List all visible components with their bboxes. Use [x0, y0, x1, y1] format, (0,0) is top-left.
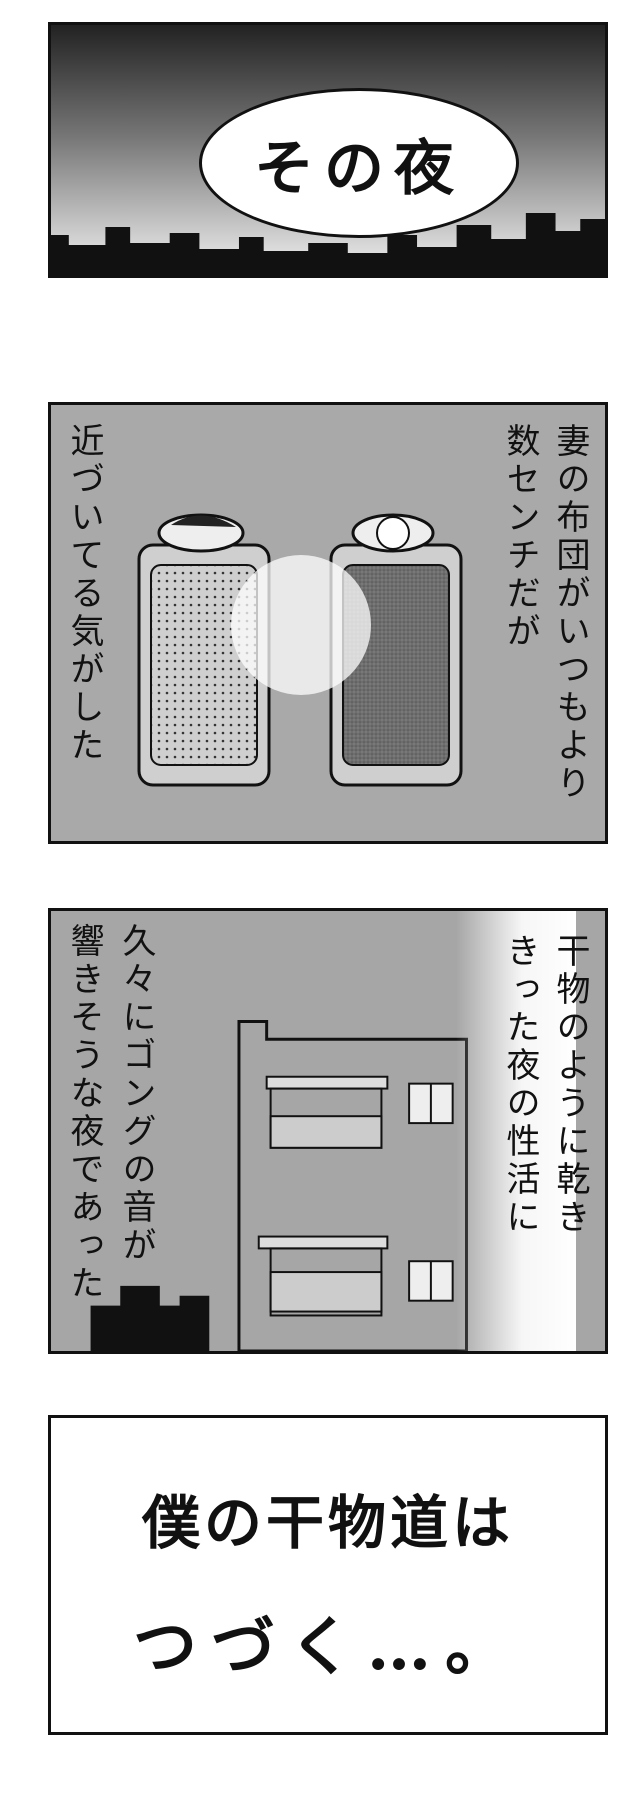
- text-line-2: 数センチだが: [500, 423, 540, 651]
- apartment-building-illustration: [90, 1020, 468, 1351]
- city-skyline-silhouette: [51, 213, 605, 275]
- text-line-1: 干物のように乾き: [550, 933, 590, 1237]
- caption-that-night: その夜: [254, 133, 464, 204]
- text-line-3: 久々にゴングの音が: [116, 923, 156, 1265]
- panel-4-ending: 僕の干物道は つづく…。: [48, 1415, 608, 1735]
- text-line-1: 妻の布団がいつもより: [550, 423, 590, 803]
- panel-3-apartment: 干物のように乾き きった夜の性活に 久々にゴングの音が 響きそうな夜であった: [48, 908, 608, 1354]
- speech-bubble: その夜: [199, 88, 519, 238]
- panel-1-night: その夜: [48, 22, 608, 278]
- text-line-3: 近づいてる気がした: [64, 423, 104, 765]
- panel-2-futons: 妻の布団がいつもより 数センチだが 近づいてる気がした: [48, 402, 608, 844]
- light-gradient: [456, 911, 576, 1351]
- ending-line-1: 僕の干物道は: [141, 1489, 514, 1557]
- ending-line-2: つづく…。: [133, 1610, 523, 1685]
- text-line-2: きった夜の性活に: [500, 933, 540, 1237]
- text-line-4: 響きそうな夜であった: [64, 923, 104, 1303]
- two-futons-illustration: [137, 513, 463, 787]
